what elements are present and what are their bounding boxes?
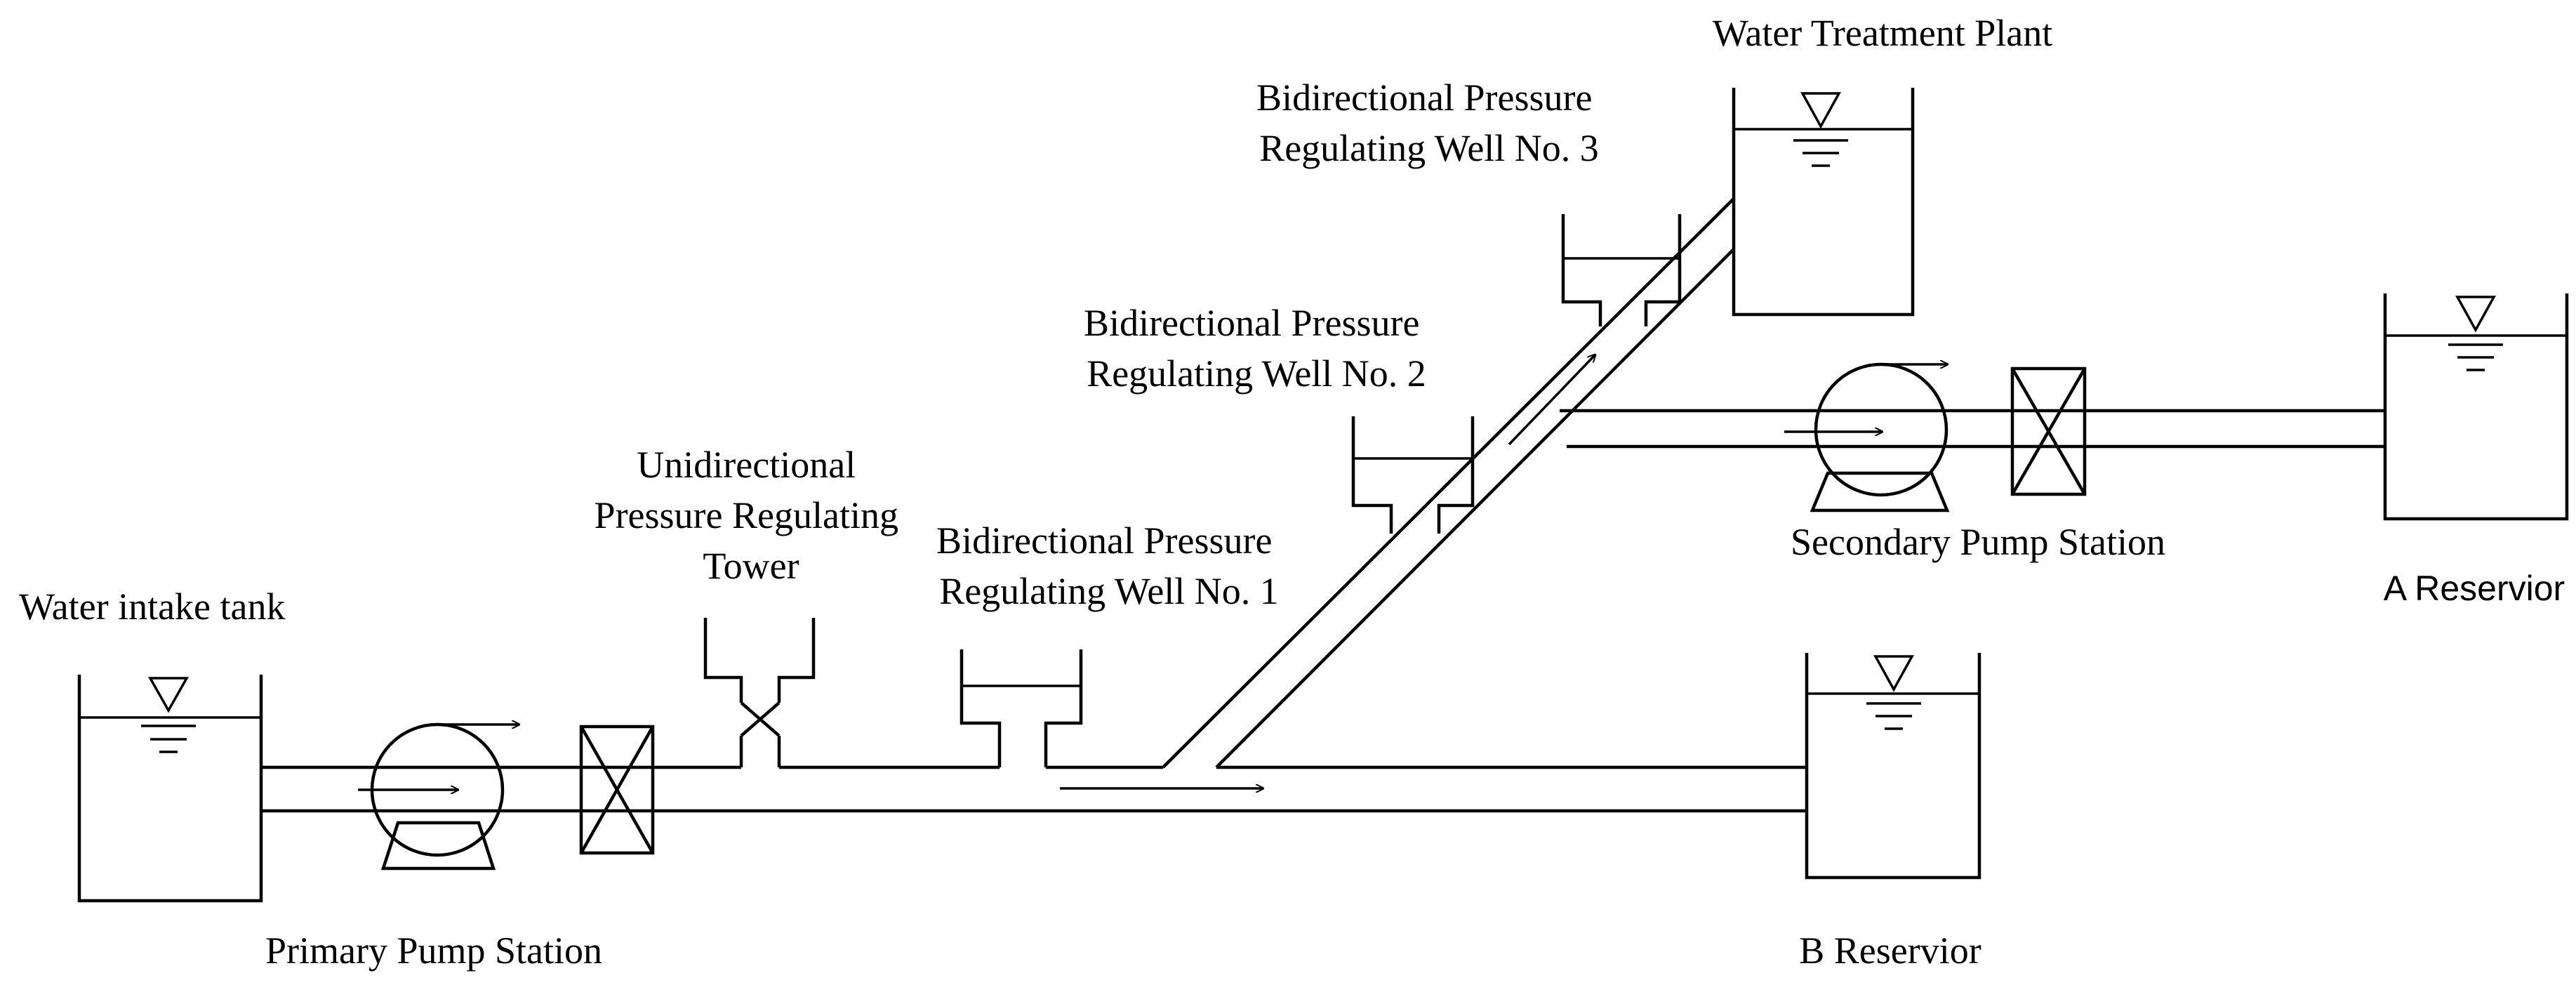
well-3-label-line-2: Regulating Well No. 3 (1259, 127, 1599, 169)
water-intake-tank (77, 675, 263, 903)
main-pipeline (261, 765, 1807, 813)
diagonal-pipeline (1162, 197, 1735, 769)
secondary-pump-station-label: Secondary Pump Station (1791, 521, 2165, 563)
pressure-regulating-well-2 (1351, 416, 1475, 534)
well-1-label-line-1: Bidirectional Pressure (936, 520, 1272, 562)
primary-valve-icon (579, 725, 655, 855)
unidirectional-tower-label-line-1: Unidirectional (637, 444, 856, 486)
secondary-valve-icon (2010, 366, 2087, 496)
a-reservoir-tank (2383, 293, 2569, 521)
pressure-regulating-well-3 (1561, 214, 1682, 326)
well-1-label: Bidirectional Pressure Regulating Well N… (936, 520, 1282, 612)
primary-pump-icon (358, 725, 519, 871)
well-2-label-line-2: Regulating Well No. 2 (1087, 352, 1426, 395)
water-treatment-plant-tank (1732, 88, 1915, 317)
unidirectional-tower-label: Unidirectional Pressure Regulating Tower (595, 444, 908, 587)
water-level-icon (141, 677, 196, 753)
a-reservoir-label: A Reservior (2384, 569, 2565, 608)
well-2-label-line-1: Bidirectional Pressure (1084, 302, 1419, 344)
water-level-icon (1866, 655, 1921, 730)
well-3-label-line-1: Bidirectional Pressure (1256, 77, 1592, 119)
secondary-pump-icon (1784, 364, 1950, 512)
pressure-regulating-well-1 (960, 649, 1083, 767)
well-2-label: Bidirectional Pressure Regulating Well N… (1084, 302, 1429, 395)
unidirectional-tower-label-line-3: Tower (703, 545, 799, 587)
water-treatment-plant-label: Water Treatment Plant (1713, 12, 2053, 54)
water-level-icon (2448, 296, 2503, 371)
unidirectional-pressure-regulating-tower (703, 618, 816, 767)
b-reservoir-label: B Reservior (1799, 929, 1981, 972)
b-reservoir-tank (1805, 653, 1981, 880)
water-intake-tank-label: Water intake tank (19, 585, 285, 628)
unidirectional-tower-label-line-2: Pressure Regulating (595, 494, 898, 536)
well-1-label-line-2: Regulating Well No. 1 (939, 570, 1279, 612)
water-level-icon (1793, 92, 1848, 167)
primary-pump-station-label: Primary Pump Station (265, 929, 602, 972)
well-3-label: Bidirectional Pressure Regulating Well N… (1256, 77, 1602, 169)
secondary-pipeline (1560, 409, 2385, 449)
